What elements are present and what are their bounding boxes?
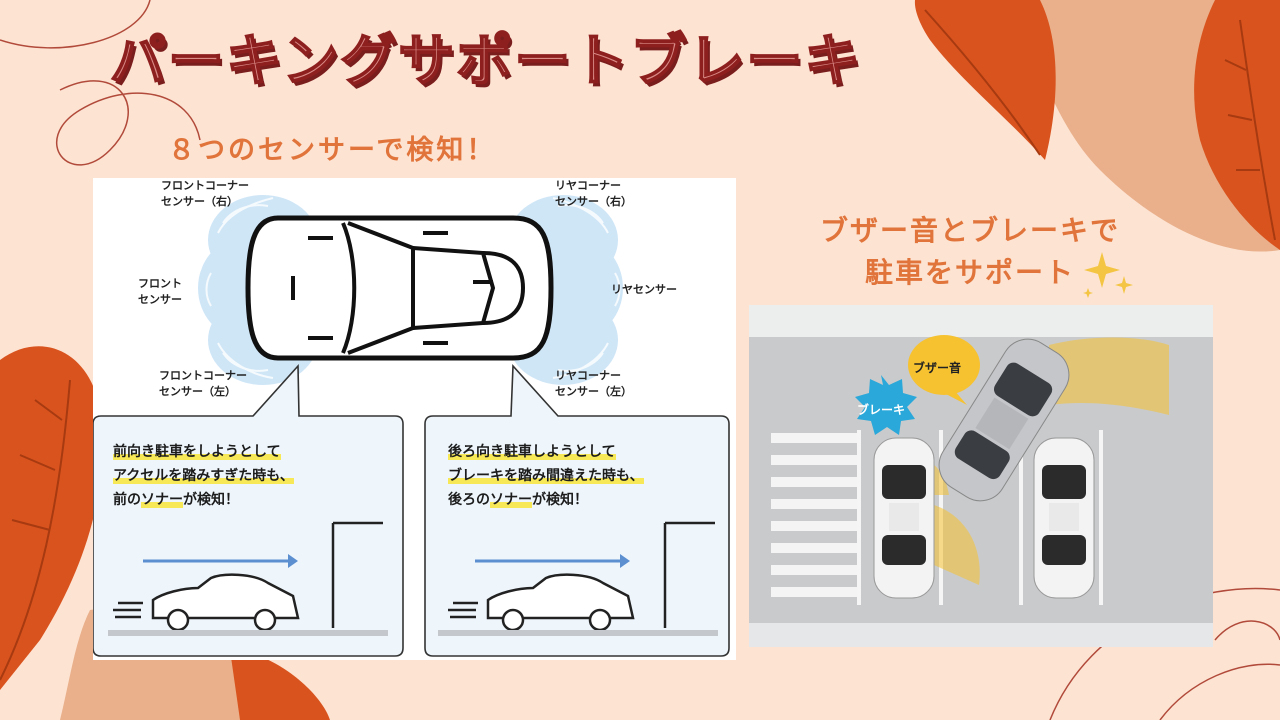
callout-rear-line2: ブレーキを踏み間違えた時も、 (448, 468, 644, 484)
callout-front-line2: アクセルを踏みすぎた時も、 (113, 468, 294, 484)
parking-photo: ブザー音 ブレーキ (749, 305, 1213, 647)
parked-car-left (873, 437, 935, 599)
callout-front-line3-post: が検知！ (183, 492, 239, 508)
callout-front-line3-hl: ソナー (141, 492, 183, 508)
sensor-diagram-graphic (93, 195, 730, 657)
callout-rear-line3-pre: 後ろの (448, 492, 490, 508)
leaf-orange-right (1194, 0, 1280, 250)
buzzer-brake-heading-line1: ブザー音とブレーキで (819, 214, 1120, 247)
label-front-corner-left: フロントコーナー センサー（左） (159, 369, 247, 398)
page-title: パーキングサポートブレーキ (109, 28, 863, 95)
callout-front-line3-pre: 前の (113, 492, 141, 508)
parked-car-right (1033, 437, 1095, 599)
sensor-diagram: フロントコーナー センサー（右） フロント センサー フロントコーナー センサー… (93, 178, 736, 660)
label-rear-corner-right: リヤコーナー センサー（右） (555, 179, 632, 208)
callout-rear-line3-post: が検知！ (532, 492, 588, 508)
brake-label: ブレーキ (857, 403, 906, 417)
buzzer-bubble (908, 335, 980, 395)
buzzer-brake-heading: ブザー音とブレーキで 駐車をサポート (780, 210, 1160, 294)
arrow-right-icon-rear (475, 554, 630, 568)
callout-rear-line3-hl: ソナー (490, 492, 532, 508)
callout-front-text: 前向き駐車をしようとして アクセルを踏みすぎた時も、 前のソナーが検知！ (113, 440, 294, 512)
line-curl-top-left (0, 0, 151, 49)
brake-burst (855, 375, 917, 435)
front-parking-scene (113, 521, 383, 632)
callout-rear-text: 後ろ向き駐車しようとして ブレーキを踏み間違えた時も、 後ろのソナーが検知！ (448, 440, 644, 512)
buzzer-brake-heading-line2: 駐車をサポート (864, 256, 1075, 289)
label-rear-corner-left: リヤコーナー センサー（左） (555, 369, 632, 398)
buzzer-label: ブザー音 (913, 361, 962, 375)
callout-front-line1: 前向き駐車をしようとして (113, 444, 281, 460)
label-front-corner-right: フロントコーナー センサー（右） (161, 179, 249, 208)
reversing-car (938, 338, 1070, 502)
sparkle-icon (1083, 252, 1133, 298)
callout-boxes (93, 363, 730, 657)
crosswalk (771, 433, 859, 597)
sensor-count-heading: ８つのセンサーで検知！ (168, 135, 497, 166)
parking-photo-graphic (749, 305, 1213, 647)
label-front-sensor: フロント センサー (138, 277, 182, 306)
arrow-right-icon-front (143, 554, 298, 568)
callout-rear-line1: 後ろ向き駐車しようとして (448, 444, 616, 460)
label-rear-sensor: リヤセンサー (611, 283, 677, 296)
